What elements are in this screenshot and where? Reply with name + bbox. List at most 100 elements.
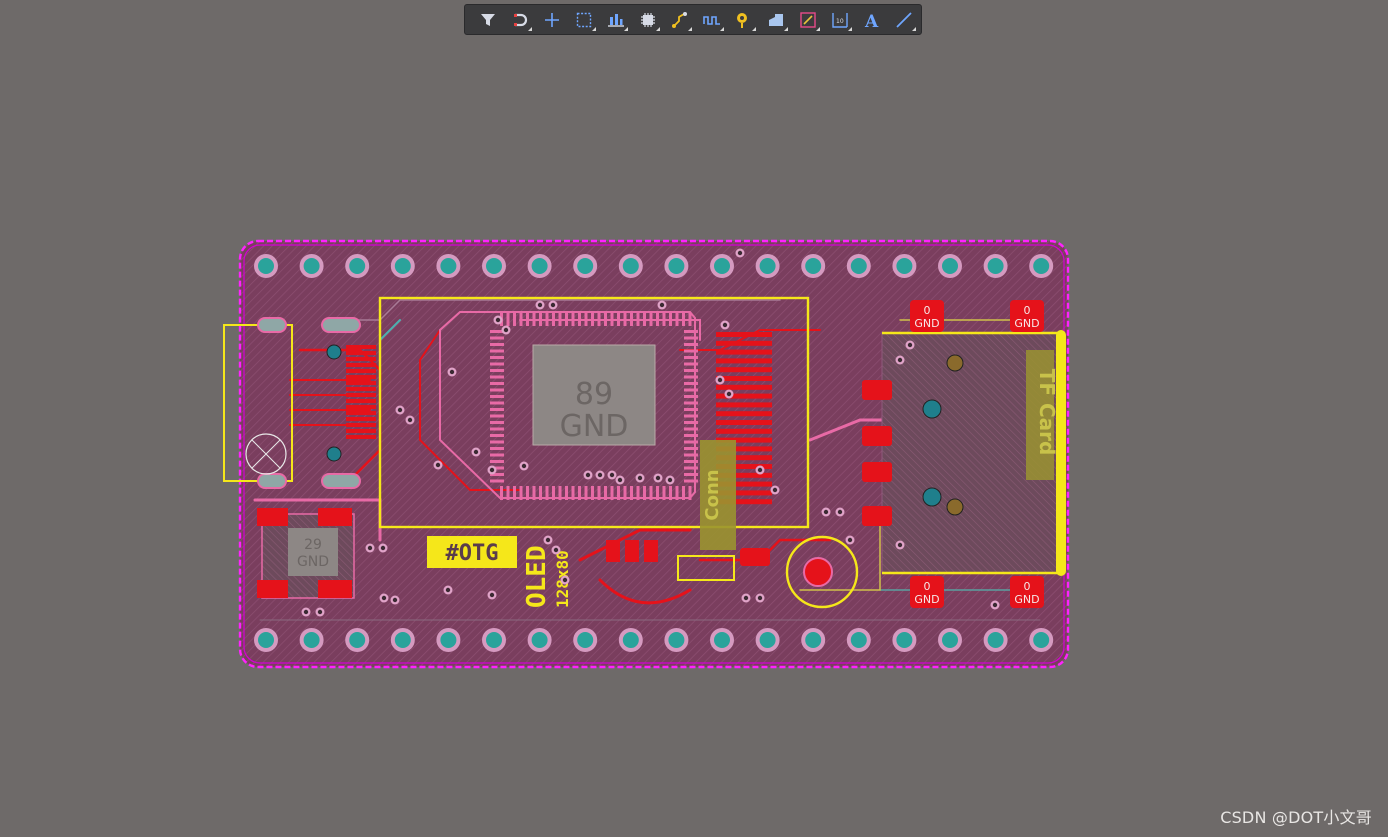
- route-button[interactable]: [505, 7, 535, 33]
- header-pin[interactable]: [349, 258, 366, 274]
- usb-connector[interactable]: [223, 317, 376, 489]
- via-button[interactable]: [729, 7, 759, 33]
- mcu-pin: [684, 479, 698, 483]
- dimension-button[interactable]: 10: [825, 7, 855, 33]
- via-hole: [992, 602, 998, 608]
- mcu-pin: [643, 312, 646, 326]
- connector-pad: [716, 455, 772, 461]
- header-pin[interactable]: [577, 258, 594, 274]
- header-pin[interactable]: [942, 258, 958, 274]
- via-hole: [743, 595, 749, 601]
- component-button[interactable]: [633, 7, 663, 33]
- align-icon: [607, 13, 624, 27]
- via-hole: [445, 587, 451, 593]
- header-pin[interactable]: [850, 258, 867, 274]
- gnd-pad-top-right[interactable]: 0 GND: [1010, 300, 1044, 332]
- select-area-button[interactable]: [569, 7, 599, 33]
- usb-pad: [346, 429, 376, 433]
- polygon-button[interactable]: [761, 7, 791, 33]
- line-button[interactable]: [889, 7, 919, 33]
- gnd-pad-number: 0: [1024, 580, 1031, 593]
- mcu-pin: [500, 486, 503, 500]
- gnd-pad-bottom-right[interactable]: 0 GND: [1010, 576, 1044, 608]
- header-pin[interactable]: [622, 258, 639, 274]
- header-pin[interactable]: [668, 632, 685, 648]
- tf-card-slot[interactable]: TF Card: [881, 330, 1066, 576]
- mcu-pin: [604, 312, 607, 326]
- header-pin[interactable]: [531, 632, 548, 648]
- gnd-pad-net: GND: [914, 593, 939, 606]
- header-pin[interactable]: [394, 632, 411, 648]
- regulator-pad-number: 29: [304, 537, 322, 553]
- header-pin[interactable]: [1033, 632, 1050, 648]
- ffc-connector[interactable]: [716, 332, 772, 505]
- round-component[interactable]: [677, 535, 859, 609]
- header-pin[interactable]: [805, 632, 822, 648]
- header-pin[interactable]: [531, 258, 548, 274]
- mcu-pin: [490, 434, 504, 437]
- gnd-pad-top-left[interactable]: 0 GND: [910, 300, 944, 332]
- header-pin[interactable]: [303, 258, 320, 274]
- mcu-pin: [610, 486, 614, 500]
- mcu-pin: [490, 362, 504, 366]
- header-pin[interactable]: [486, 258, 502, 274]
- via-hole: [897, 357, 903, 363]
- header-pin[interactable]: [577, 632, 594, 648]
- header-pin[interactable]: [668, 258, 685, 274]
- header-pin[interactable]: [987, 632, 1004, 648]
- mcu-pin: [490, 447, 504, 450]
- header-pin[interactable]: [440, 632, 457, 648]
- mcu-pin: [584, 312, 588, 326]
- header-pin[interactable]: [987, 258, 1004, 274]
- mcu-pin: [532, 312, 536, 326]
- align-button[interactable]: [601, 7, 631, 33]
- header-pin[interactable]: [759, 632, 776, 648]
- dropdown-corner-icon: [815, 26, 820, 31]
- interactive-route-button[interactable]: [665, 7, 695, 33]
- header-pin[interactable]: [1033, 258, 1050, 274]
- via-hole: [397, 407, 403, 413]
- mcu-pin: [513, 312, 516, 326]
- header-pin[interactable]: [258, 632, 274, 648]
- mcu-chip[interactable]: 89 GND: [378, 296, 810, 529]
- header-pin[interactable]: [349, 632, 366, 648]
- mcu-pin: [604, 486, 607, 500]
- usb-pad: [346, 399, 376, 403]
- connector-pad: [716, 402, 772, 408]
- csdn-watermark: CSDN @DOT小文哥: [1220, 808, 1372, 827]
- header-pin[interactable]: [440, 258, 457, 274]
- header-pin[interactable]: [805, 258, 822, 274]
- header-pin[interactable]: [303, 632, 320, 648]
- tune-length-button[interactable]: [697, 7, 727, 33]
- header-pin[interactable]: [258, 258, 274, 274]
- usb-pad: [346, 411, 376, 415]
- filter-button[interactable]: [473, 7, 503, 33]
- mcu-pin: [545, 486, 549, 500]
- region-button[interactable]: [793, 7, 823, 33]
- text-button[interactable]: A: [857, 7, 887, 33]
- gnd-pad-bottom-left[interactable]: 0 GND: [910, 576, 944, 608]
- mcu-pin: [623, 486, 627, 500]
- mcu-pin: [630, 312, 633, 326]
- mcu-pad-net: GND: [560, 409, 629, 444]
- regulator-chip[interactable]: 29 GND: [257, 508, 355, 599]
- header-pin[interactable]: [850, 632, 867, 648]
- header-pin[interactable]: [394, 258, 411, 274]
- line-icon: [896, 11, 912, 28]
- origin-button[interactable]: [537, 7, 567, 33]
- pin-icon: [736, 12, 747, 28]
- mcu-pin: [490, 388, 504, 392]
- header-pin[interactable]: [896, 258, 913, 274]
- mcu-pin: [649, 486, 653, 500]
- header-pin[interactable]: [714, 632, 730, 648]
- header-pin[interactable]: [622, 632, 639, 648]
- header-pin[interactable]: [896, 632, 913, 648]
- header-pin[interactable]: [759, 258, 776, 274]
- header-pin[interactable]: [486, 632, 502, 648]
- via-hole: [637, 475, 643, 481]
- header-pin[interactable]: [714, 258, 730, 274]
- silkscreen-otg: #OTG: [427, 536, 517, 568]
- header-pin[interactable]: [942, 632, 958, 648]
- usb-pad: [346, 393, 376, 397]
